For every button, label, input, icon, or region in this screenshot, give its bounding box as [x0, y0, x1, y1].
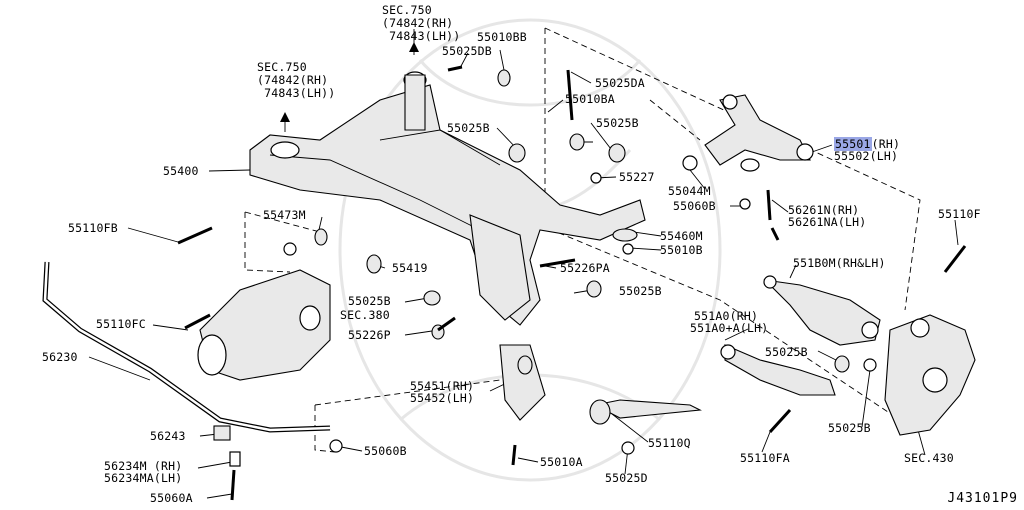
- label-sec380[interactable]: SEC.380: [340, 308, 390, 322]
- label-55451[interactable]: 55451(RH): [410, 379, 475, 393]
- arrow-icon: [280, 42, 419, 122]
- label-55010BB[interactable]: 55010BB: [477, 30, 527, 44]
- label-55110FC[interactable]: 55110FC: [96, 317, 146, 331]
- label-55010A[interactable]: 55010A: [540, 455, 583, 469]
- label-55419[interactable]: 55419: [392, 261, 428, 275]
- label-56261NA[interactable]: 56261NA(LH): [788, 215, 867, 229]
- label-55060B-upper[interactable]: 55060B: [673, 199, 716, 213]
- label-sec750-top[interactable]: SEC.750 (74842(RH) 74843(LH)): [382, 3, 461, 43]
- label-55025B-mid-right[interactable]: 55025B: [619, 284, 662, 298]
- label-551B0M[interactable]: 551B0M(RH&LH): [793, 256, 886, 270]
- label-55452[interactable]: 55452(LH): [410, 391, 475, 405]
- label-55025B-upper-right[interactable]: 55025B: [596, 116, 639, 130]
- label-55025B-lower-right[interactable]: 55025B: [828, 421, 871, 435]
- label-55460M[interactable]: 55460M: [660, 229, 703, 243]
- label-55501[interactable]: 55501(RH): [834, 137, 901, 151]
- label-sec750-left[interactable]: SEC.750 (74842(RH) 74843(LH)): [257, 60, 336, 100]
- label-56234M[interactable]: 56234M (RH): [104, 459, 183, 473]
- label-55400[interactable]: 55400: [163, 164, 199, 178]
- label-55110FB[interactable]: 55110FB: [68, 221, 118, 235]
- upper-arm-55501: [704, 94, 814, 172]
- diagram-code: J43101P9: [947, 491, 1018, 506]
- label-55025B-right[interactable]: 55025B: [765, 345, 808, 359]
- label-551A0[interactable]: 551A0(RH): [694, 309, 759, 323]
- lower-link-551A0: [720, 344, 836, 396]
- label-55502[interactable]: 55502(LH): [834, 149, 899, 163]
- label-55025D[interactable]: 55025D: [605, 471, 648, 485]
- label-55110F[interactable]: 55110F: [938, 207, 981, 221]
- stabilizer-bar-56230: [42, 261, 331, 467]
- label-55025DA[interactable]: 55025DA: [595, 76, 645, 90]
- subframe-55400: [249, 71, 646, 326]
- label-55110FA[interactable]: 55110FA: [740, 451, 790, 465]
- label-56243[interactable]: 56243: [150, 429, 186, 443]
- label-551A0A[interactable]: 551A0+A(LH): [690, 321, 769, 335]
- label-55226PA[interactable]: 55226PA: [560, 261, 610, 275]
- label-56230[interactable]: 56230: [42, 350, 78, 364]
- label-55227[interactable]: 55227: [619, 170, 655, 184]
- label-55060A[interactable]: 55060A: [150, 491, 193, 505]
- label-56234MA[interactable]: 56234MA(LH): [104, 471, 183, 485]
- label-55110Q[interactable]: 55110Q: [648, 436, 691, 450]
- fasteners: [177, 65, 967, 501]
- label-55010B[interactable]: 55010B: [660, 243, 703, 257]
- label-55226P[interactable]: 55226P: [348, 328, 391, 342]
- label-55501-highlight[interactable]: 55501: [834, 137, 872, 151]
- label-55501-rh: (RH): [871, 137, 901, 151]
- assembly-boundaries: [244, 27, 921, 453]
- label-55025B-upper-left[interactable]: 55025B: [447, 121, 490, 135]
- lower-arm-551B0M: [763, 275, 881, 346]
- label-55025DB[interactable]: 55025DB: [442, 44, 492, 58]
- label-56261N[interactable]: 56261N(RH): [788, 203, 860, 217]
- label-55010BA[interactable]: 55010BA: [565, 92, 615, 106]
- label-55473M[interactable]: 55473M: [263, 208, 306, 222]
- label-55025B-mid-left[interactable]: 55025B: [348, 294, 391, 308]
- label-55060B-lower[interactable]: 55060B: [364, 444, 407, 458]
- differential-sec380: [197, 269, 331, 381]
- label-55044M[interactable]: 55044M: [668, 184, 711, 198]
- knuckle-sec430: [884, 314, 976, 436]
- label-sec430[interactable]: SEC.430: [904, 451, 954, 465]
